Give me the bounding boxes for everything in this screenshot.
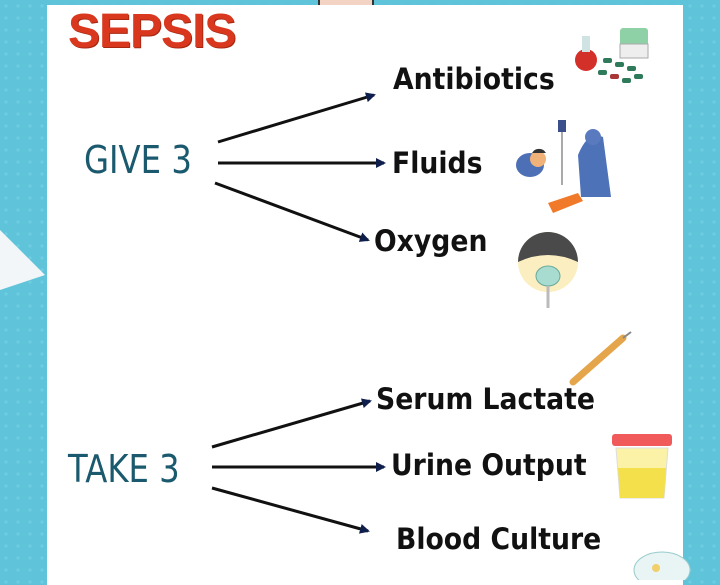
- give-label: GIVE 3: [84, 138, 192, 182]
- arrow-take-culture: [211, 486, 370, 534]
- urine-cup-icon: [612, 434, 672, 499]
- item-urine-output: Urine Output: [391, 448, 587, 482]
- page-title: SEPSIS: [68, 5, 236, 58]
- background-paper-decoration: [0, 230, 45, 290]
- pills-flask-icon: [575, 28, 649, 83]
- take-label: TAKE 3: [68, 447, 180, 491]
- item-oxygen: Oxygen: [374, 224, 488, 258]
- oxygen-mask-child-icon: [518, 232, 578, 308]
- blood-culture-icon: [633, 551, 691, 580]
- iv-fluids-icon: [516, 120, 611, 213]
- item-antibiotics: Antibiotics: [393, 62, 555, 96]
- arrow-give-oxygen: [214, 181, 370, 242]
- arrow-give-antibiotics: [217, 92, 376, 144]
- item-serum-lactate: Serum Lactate: [376, 382, 595, 416]
- item-fluids: Fluids: [392, 146, 483, 180]
- arrow-take-lactate: [211, 398, 372, 449]
- syringe-icon: [569, 331, 632, 386]
- item-blood-culture: Blood Culture: [396, 522, 602, 556]
